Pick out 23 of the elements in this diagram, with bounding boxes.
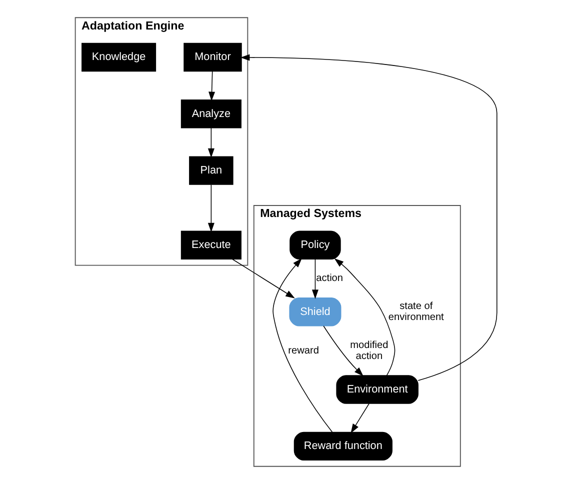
node-box: Policy [290, 230, 341, 260]
node-box: Monitor [184, 42, 242, 72]
arrow [208, 70, 216, 102]
node-box: Plan [189, 156, 234, 185]
arrow [240, 54, 498, 381]
node-box: Reward function [294, 432, 392, 461]
node-box: Knowledge [82, 42, 156, 72]
edge-label: action [316, 273, 344, 284]
node-box: Environment [336, 375, 418, 404]
arrow [334, 258, 396, 376]
arrow [323, 326, 364, 376]
node-box: Analyze [180, 100, 242, 128]
edge-label: modified action [350, 340, 388, 362]
node-box: Shield [289, 298, 342, 326]
arrow [208, 128, 214, 158]
arrow [350, 403, 370, 434]
node-box: Execute [180, 230, 242, 260]
arrow [208, 184, 214, 232]
edge-label: reward [288, 345, 319, 356]
arrow [312, 259, 318, 299]
arrow [232, 258, 295, 298]
arrow [272, 258, 333, 433]
edge-label: state of environment [388, 301, 444, 323]
